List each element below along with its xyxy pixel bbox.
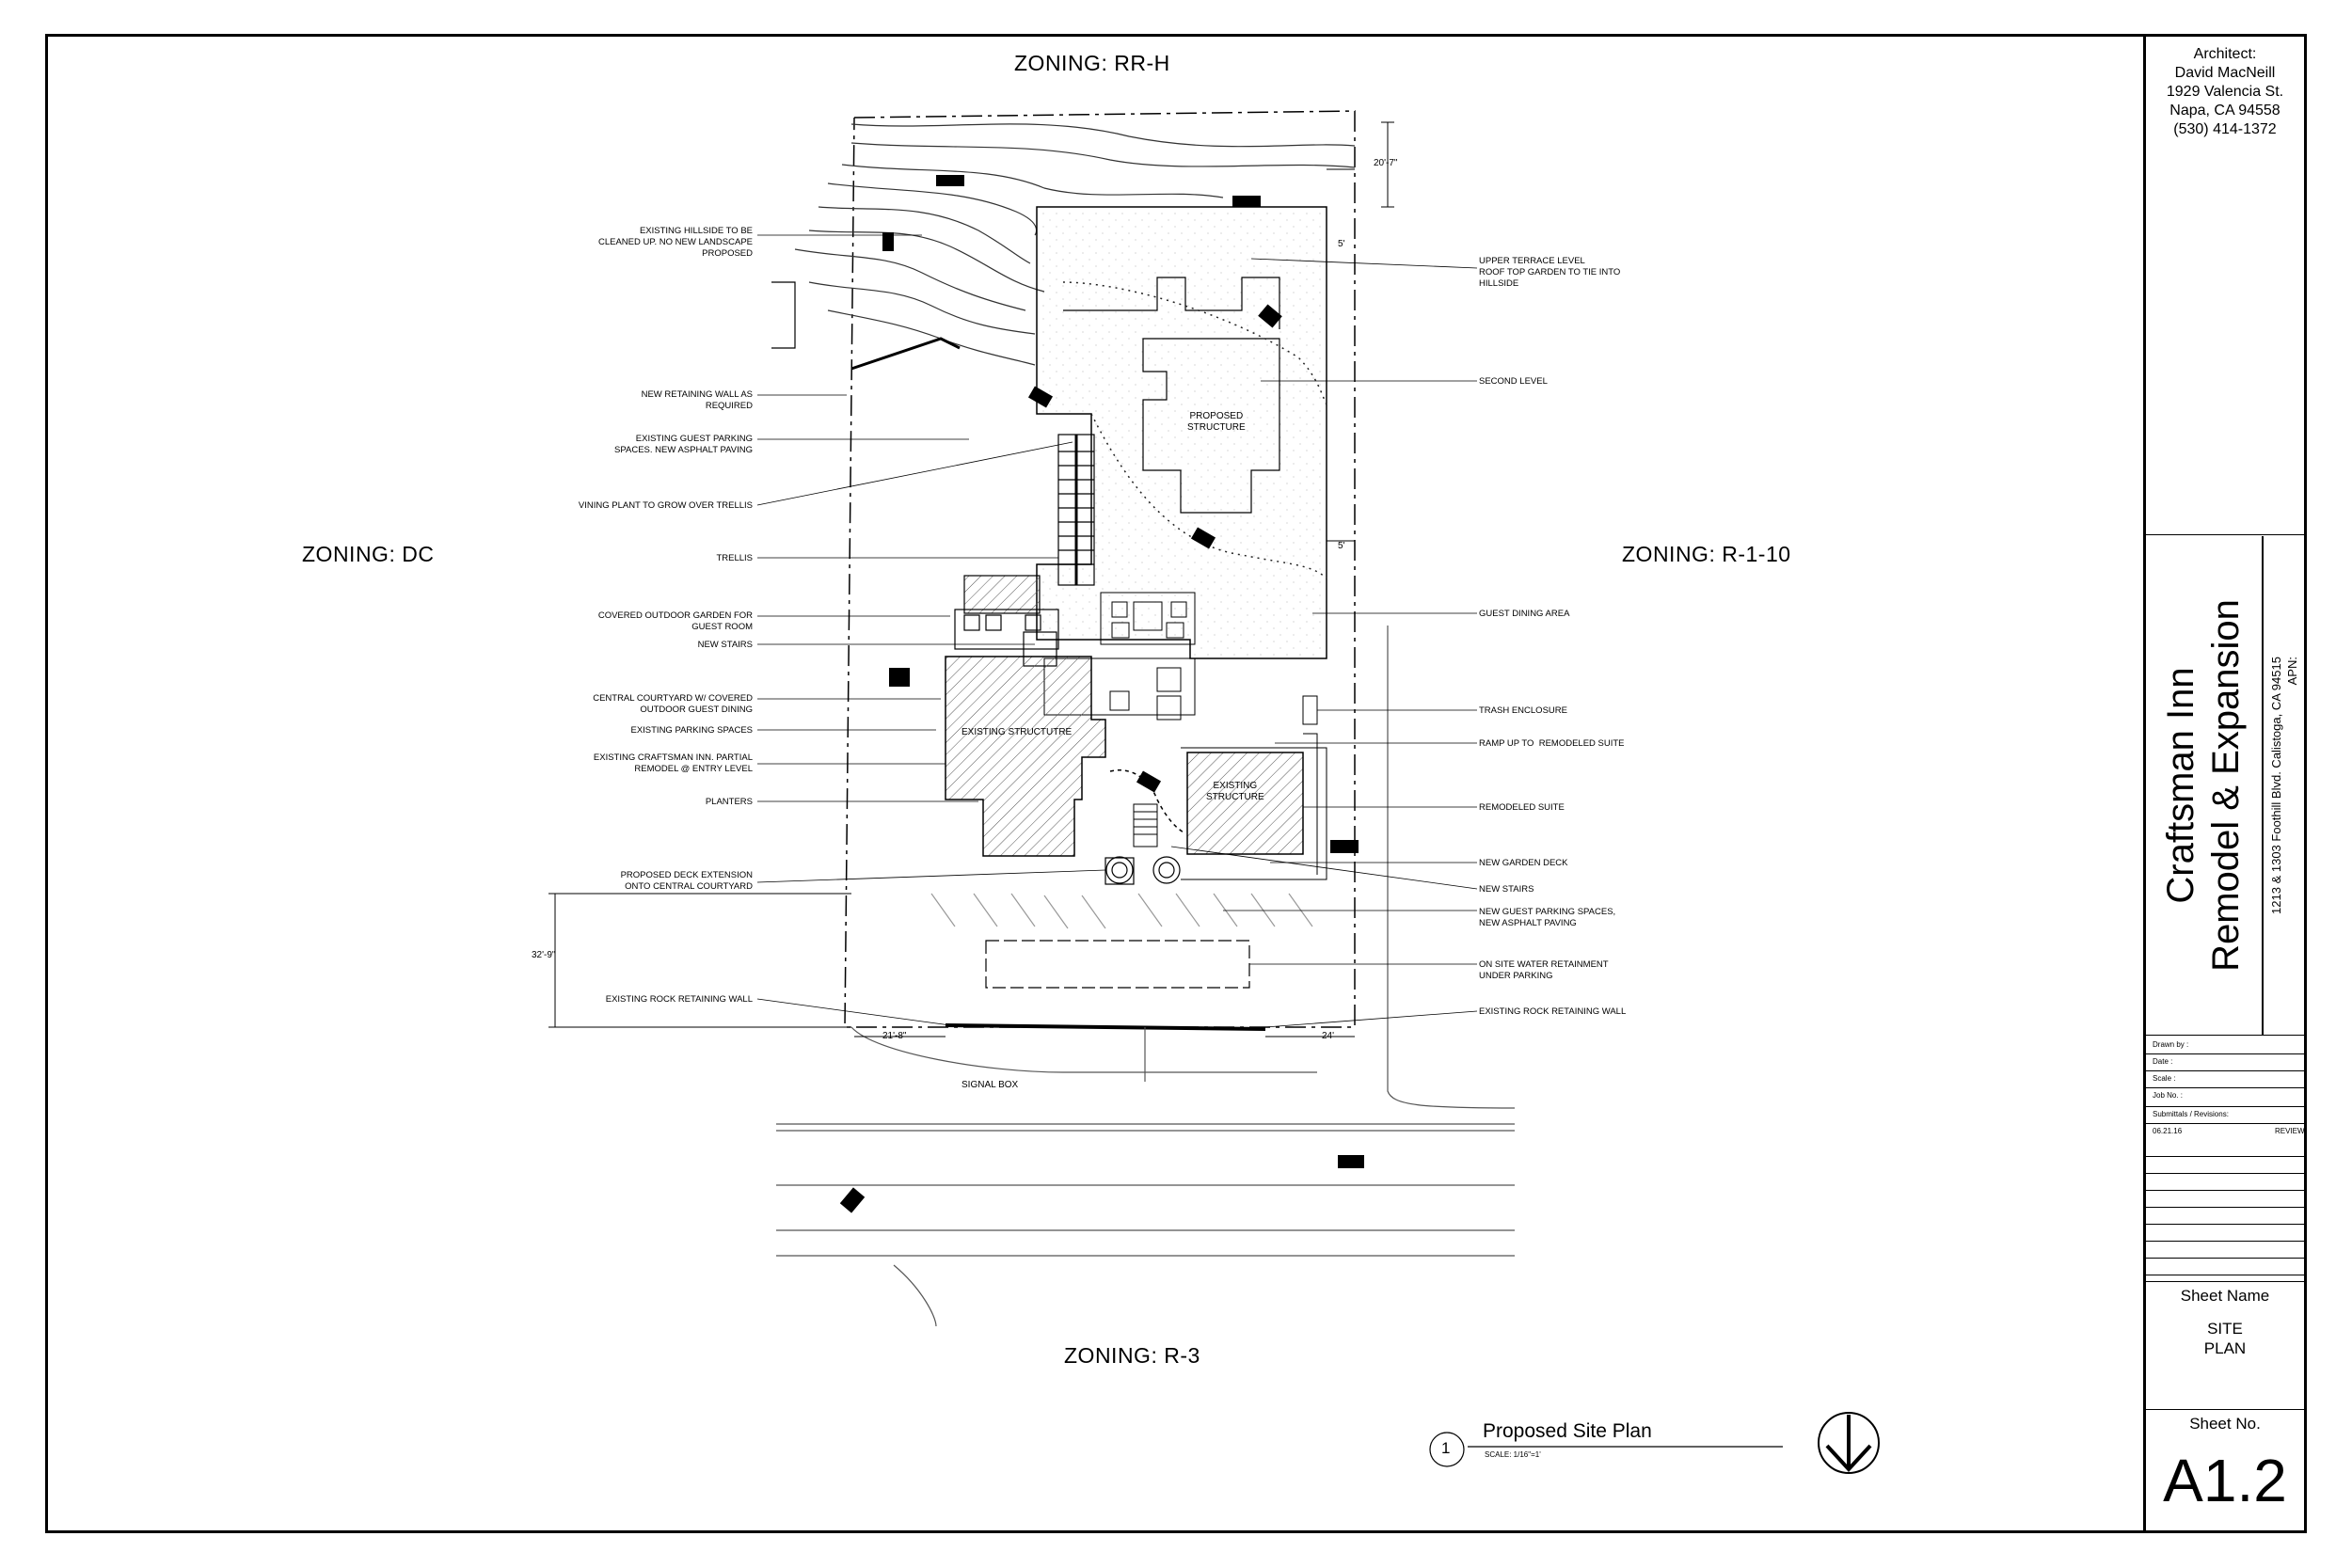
note-left-courtyard: CENTRAL COURTYARD w/ COVERED OUTDOOR GUE… [593,693,753,715]
dim-bottom-right: 24' [1322,1031,1335,1041]
new-stairs-center [1133,803,1158,847]
architect-label: Architect: [2193,46,2257,62]
label-existing-main: EXISTING STRUCTUTRE [961,727,1073,737]
project-apn: APN: [2285,657,2299,686]
planters [1104,856,1181,885]
drawn-by: Drawn by : [2153,1040,2189,1049]
tree-tags [839,175,1364,1213]
label-signal-box: SIGNAL BOX [961,1080,1019,1090]
note-left-deck: PROPOSED DECK EXTENSION ONTO CENTRAL COU… [620,870,753,892]
revision-desc: REVIEW [2275,1127,2305,1135]
note-left-covered-garden: COVERED OUTDOOR GARDEN FOR GUEST ROOM [597,610,753,632]
trellis-stairs [1057,434,1095,586]
note-right-garden-deck: NEW GARDEN DECK [1479,858,1568,868]
sheet-name-label: Sheet Name [2180,1287,2270,1305]
dimension-lines [548,893,1355,1037]
architect-street: 1929 Valencia St. [2166,84,2284,100]
dim-left: 32'-9" [532,950,556,960]
property-line [844,110,1356,1028]
date-field: Date : [2153,1057,2173,1066]
submittals-label: Submittals / Revisions: [2153,1110,2229,1118]
job-no-field: Job No. : [2153,1091,2184,1100]
drawing-number: 1 [1441,1439,1451,1457]
sheet-no-label: Sheet No. [2189,1415,2261,1433]
label-existing-suite: EXISTING STRUCTURE [1206,781,1264,802]
rock-retaining-wall [945,1023,1266,1031]
note-right-new-parking: NEW GUEST PARKING SPACES, NEW ASPHALT PA… [1479,907,1616,928]
revision-rows [2143,1140,2307,1281]
leaders-right [1170,258,1478,1028]
parking-spaces [930,893,1313,929]
architect-city: Napa, CA 94558 [2169,103,2280,119]
note-left-trellis: TRELLIS [716,553,753,563]
new-retaining-wall [850,337,961,371]
project-title-2: Remodel & Expansion [2205,599,2247,972]
dim-setback-b: 5' [1338,541,1345,551]
sheet-name: SITE PLAN [2203,1320,2247,1357]
zoning-east: ZONING: R-1-10 [1622,542,1791,566]
drawing-number-circle [1429,1432,1465,1467]
proposed-structure [1036,206,1327,659]
note-left-rock-wall: EXISTING ROCK RETAINING WALL [605,994,753,1005]
north-arrow [1818,1412,1880,1474]
title-block [2143,34,2307,1533]
project-title-1: Craftsman Inn [2160,667,2201,904]
zoning-south: ZONING: R-3 [1064,1343,1200,1368]
note-left-planters: PLANTERS [705,797,753,807]
scale-field: Scale : [2153,1074,2176,1083]
note-left-new-stairs: NEW STAIRS [697,640,753,650]
dim-bottom-left: 21'-8" [882,1031,907,1041]
architect-phone: (530) 414-1372 [2173,121,2277,137]
note-left-parking: EXISTING PARKING SPACES [630,725,753,736]
drawing-scale: SCALE: 1/16"=1' [1485,1450,1541,1459]
architect-block: Architect: David MacNeill 1929 Valencia … [2145,45,2305,139]
note-left-hillside: EXISTING HILLSIDE TO BE CLEANED UP. NO N… [597,226,753,259]
dim-top-right: 20'-7" [1374,158,1398,168]
sheet-border [45,34,2307,1533]
note-right-remodeled-suite: REMODELED SUITE [1479,802,1565,813]
revision-date: 06.21.16 [2153,1127,2183,1135]
zoning-north: ZONING: RR-H [1014,51,1170,75]
note-right-upper-terrace: UPPER TERRACE LEVEL ROOF TOP GARDEN TO T… [1479,256,1621,289]
leaders-left [756,234,1106,1026]
note-right-ramp: RAMP UP TO REMODELED SUITE [1479,738,1625,749]
drawing-name: Proposed Site Plan [1483,1420,1652,1442]
note-right-rock-wall: EXISTING ROCK RETAINING WALL [1479,1006,1627,1017]
note-left-retaining-wall: NEW RETAINING WALL AS REQUIRED [641,389,753,411]
street-lines [776,626,1516,1327]
zoning-west: ZONING: DC [302,542,435,566]
hillside-contours [794,123,1356,366]
sheet-no: A1.2 [2163,1447,2287,1514]
existing-main-structure [945,656,1106,857]
note-right-second-level: SECOND LEVEL [1479,376,1548,387]
note-right-trash: TRASH ENCLOSURE [1479,705,1567,716]
note-left-vining: VINING PLANT TO GROW OVER TRELLIS [578,500,753,511]
note-right-guest-dining: GUEST DINING AREA [1479,609,1570,619]
label-proposed-structure: PROPOSED STRUCTURE [1187,411,1246,433]
note-left-craftsman: EXISTING CRAFTSMAN INN. PARTIAL REMODEL … [593,752,753,774]
water-retainment [985,940,1250,989]
existing-suite-structure [1186,752,1304,855]
note-right-water: ON SITE WATER RETAINMENT UNDER PARKING [1479,959,1609,981]
project-address: 1213 & 1303 Foothill Blvd. Calistoga, CA… [2269,657,2283,914]
project-address-block: 1213 & 1303 Foothill Blvd. Calistoga, CA… [2263,536,2307,1035]
note-left-guest-parking: EXISTING GUEST PARKING SPACES. NEW ASPHA… [614,434,753,455]
architect-name: David MacNeill [2174,65,2276,81]
covered-garden [954,575,1059,667]
dim-setback-a: 5' [1338,239,1345,249]
note-right-new-stairs: NEW STAIRS [1479,884,1534,895]
project-name-block: Craftsman Inn Remodel & Expansion [2145,536,2262,1035]
